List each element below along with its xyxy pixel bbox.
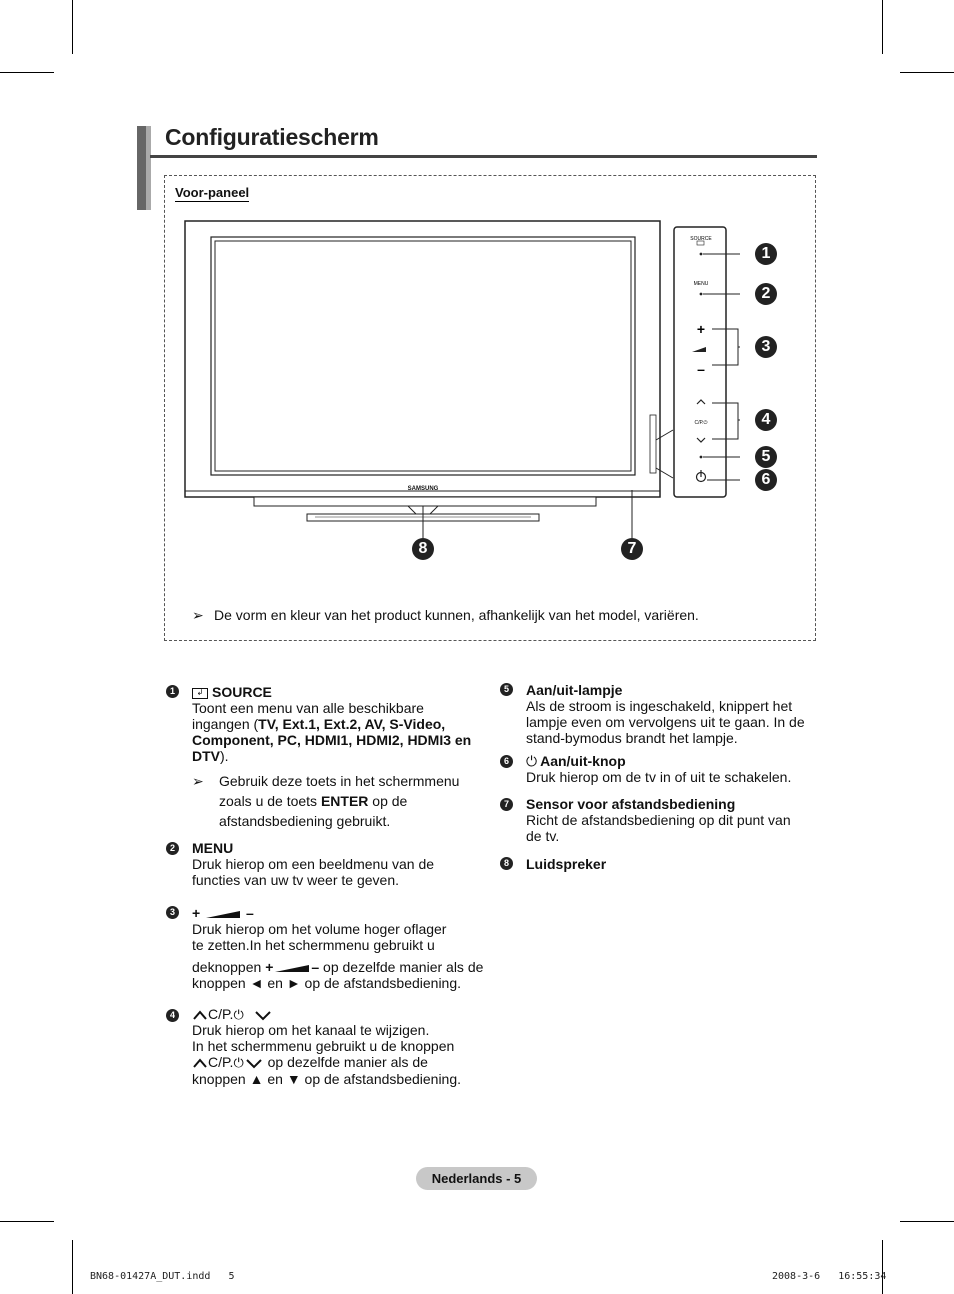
channel-down-icon: [246, 1059, 262, 1069]
page-title: Configuratiescherm: [165, 124, 379, 150]
callout-8: 8: [412, 538, 434, 560]
crop-mark: [882, 1240, 883, 1294]
item-menu: MENU Druk hierop om een beeldmenu van de…: [192, 840, 435, 888]
power-icon: ⏻: [526, 753, 538, 769]
volume-icon: [275, 964, 310, 972]
front-panel-box: [164, 175, 816, 641]
title-bar-light: [146, 126, 151, 210]
item-volume-cont: deknoppen +– op dezelfde manier als de k…: [192, 959, 484, 991]
callout-7: 7: [621, 538, 643, 560]
item-number: 2: [166, 842, 179, 855]
title-bar-dark: [137, 126, 146, 210]
item-number: 6: [500, 755, 513, 768]
crop-mark: [72, 1240, 73, 1294]
title-rule: [150, 155, 817, 158]
svg-text:–: –: [697, 361, 705, 377]
item-speaker: Luidspreker: [526, 856, 607, 872]
item-remote-sensor: Sensor voor afstandsbediening Richt de a…: [526, 796, 791, 844]
callout-3: 3: [755, 336, 777, 358]
volume-icon: [206, 910, 241, 918]
crop-mark: [900, 1221, 954, 1222]
tv-brand-logo: SAMSUNG: [408, 486, 439, 492]
item-power-lamp: Aan/uit-lampje Als de stroom is ingescha…: [526, 682, 805, 746]
tip-arrow-icon: ➢: [192, 773, 204, 789]
item-source-tip: ➢Gebruik deze toets in het schermmenu zo…: [192, 773, 460, 829]
item-number: 4: [166, 1009, 179, 1022]
item-source: ↲SOURCE Toont een menu van alle beschikb…: [192, 684, 472, 764]
speaker-bar: [253, 496, 597, 507]
item-volume: + – Druk hierop om het volume hoger ofla…: [192, 905, 447, 953]
power-icon: ⏻: [233, 1007, 244, 1022]
channel-up-icon: [193, 1010, 207, 1020]
svg-text:MENU: MENU: [694, 281, 709, 287]
callout-6: 6: [755, 469, 777, 491]
crop-mark: [882, 0, 883, 54]
callout-5: 5: [755, 446, 777, 468]
item-power-button: ⏻Aan/uit-knop Druk hierop om de tv in of…: [526, 753, 792, 785]
svg-text:+: +: [697, 321, 705, 337]
tv-screen: [214, 240, 632, 472]
tv-illustration: SAMSUNG SOURCE MENU + – C/P.⏻: [184, 220, 740, 538]
svg-text:SOURCE: SOURCE: [690, 236, 712, 242]
callout-1: 1: [755, 243, 777, 265]
date-slug: 2008-3-6 16:55:34: [772, 1271, 887, 1282]
channel-down-icon: [254, 1011, 271, 1021]
item-channel: C/P.⏻ Druk hierop om het kanaal te wijzi…: [192, 1006, 462, 1087]
source-icon: ↲: [192, 687, 208, 699]
item-number: 1: [166, 685, 179, 698]
crop-mark: [72, 0, 73, 54]
tv-side-buttons: [649, 414, 657, 474]
crop-mark: [0, 72, 54, 73]
item-number: 7: [500, 798, 513, 811]
page-number-badge: Nederlands - 5: [416, 1167, 537, 1190]
panel-label: Voor-paneel: [175, 185, 250, 202]
item-number: 5: [500, 683, 513, 696]
channel-up-icon: [193, 1058, 207, 1068]
svg-text:C/P.⏻: C/P.⏻: [694, 420, 707, 426]
power-icon: ⏻: [233, 1055, 244, 1070]
crop-mark: [0, 1221, 54, 1222]
item-number: 8: [500, 857, 513, 870]
crop-mark: [900, 72, 954, 73]
callout-2: 2: [755, 283, 777, 305]
file-slug: BN68-01427A_DUT.indd 5: [90, 1271, 235, 1282]
callout-4: 4: [755, 409, 777, 431]
item-number: 3: [166, 906, 179, 919]
note-arrow-icon: ➢: [192, 607, 204, 623]
panel-note: ➢De vorm en kleur van het product kunnen…: [192, 607, 699, 623]
